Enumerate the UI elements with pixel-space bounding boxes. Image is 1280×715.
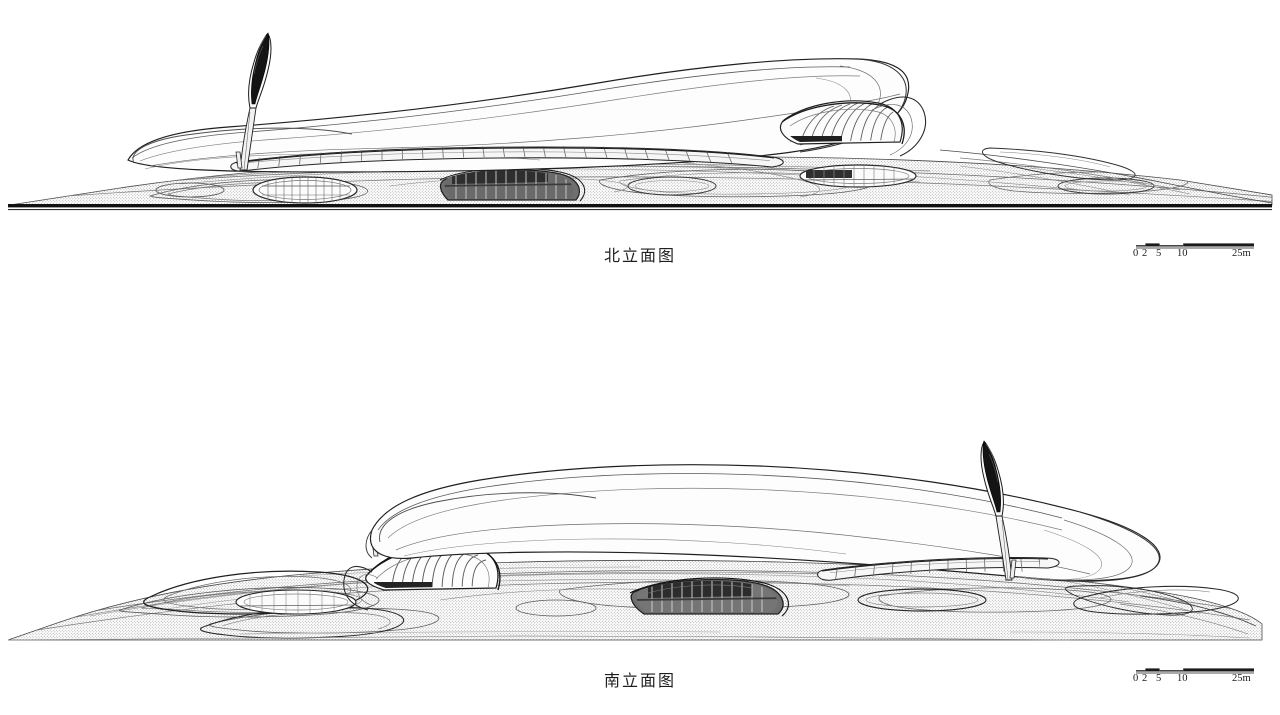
- south-entrance-portal: [629, 577, 790, 617]
- south-right-apertures: [515, 585, 1239, 617]
- scale-tick-10: 10: [1177, 248, 1188, 259]
- south-elevation-caption: 南立面图: [603, 673, 676, 690]
- north-ribbed-glazing-bay: [779, 96, 926, 157]
- scale-tick-25: 25m: [1232, 673, 1251, 684]
- north-left-window-mullions: [262, 178, 350, 203]
- north-mast-tower: [235, 32, 272, 171]
- north-roof-canopy: [127, 58, 910, 173]
- north-scale-bar: 0 2 5 10 25m: [1132, 236, 1258, 270]
- south-scale-bar: 0 2 5 10 25m: [1132, 661, 1258, 695]
- south-mast-tower: [980, 440, 1017, 581]
- south-mast-pod: [982, 440, 1001, 513]
- north-elevation-caption: 北立面图: [603, 248, 676, 265]
- north-scale-bar-graphic: [1136, 243, 1254, 249]
- scale-tick-0: 0: [1133, 673, 1139, 684]
- south-elevation-svg: [7, 440, 1263, 641]
- scale-tick-0: 0: [1133, 248, 1139, 259]
- south-elevation-drawing: [0, 400, 1280, 715]
- scale-tick-5: 5: [1156, 673, 1162, 684]
- north-mast-pod: [251, 32, 270, 105]
- scale-tick-25: 25m: [1232, 248, 1251, 259]
- south-roof-canopy: [365, 464, 1161, 582]
- north-ground-line: [8, 204, 1272, 211]
- scale-tick-5: 5: [1156, 248, 1162, 259]
- north-entrance-portal: [439, 167, 586, 202]
- scale-tick-10: 10: [1177, 673, 1188, 684]
- north-left-window-oval: [252, 176, 358, 204]
- north-elevation-drawing: [0, 0, 1280, 300]
- south-scale-bar-graphic: [1136, 668, 1254, 674]
- north-portal-glazing: [444, 170, 574, 199]
- south-portal-glazing: [636, 580, 778, 612]
- north-low-oval-apertures: [155, 176, 1155, 198]
- north-right-tail: [939, 147, 1273, 204]
- scale-tick-2: 2: [1142, 248, 1148, 259]
- north-right-window-oval: [799, 164, 917, 188]
- south-right-tail: [1065, 585, 1257, 635]
- south-left-swirl-apertures: [143, 570, 405, 639]
- north-elevation-svg: [8, 32, 1273, 211]
- scale-tick-2: 2: [1142, 673, 1148, 684]
